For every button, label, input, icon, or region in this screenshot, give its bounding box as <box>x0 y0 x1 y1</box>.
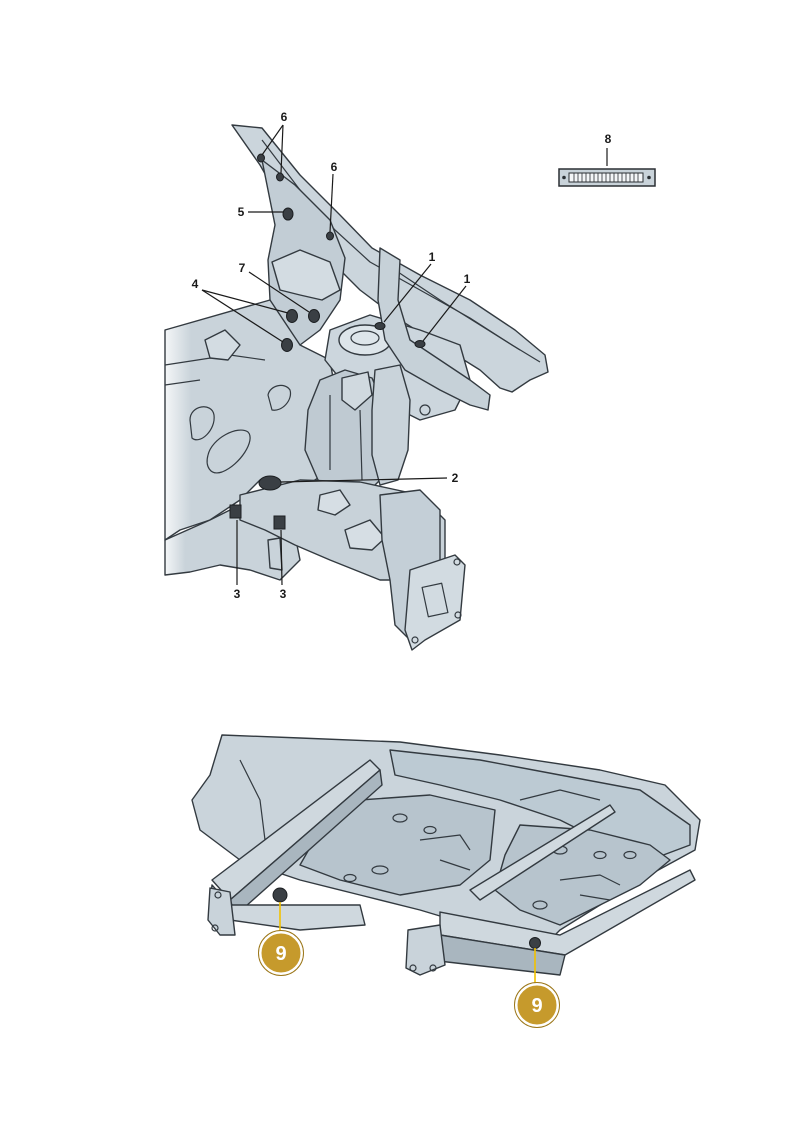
callout-6a: 6 <box>281 110 288 124</box>
badge-9a-label: 9 <box>275 943 286 965</box>
callout-8: 8 <box>605 132 612 146</box>
callout-4: 4 <box>192 277 199 291</box>
callout-1a: 1 <box>429 250 436 264</box>
callout-3a: 3 <box>234 587 241 601</box>
callout-leaders-bottom <box>279 902 536 988</box>
badge-9b: 9 <box>514 982 560 1028</box>
badge-9a: 9 <box>258 930 304 976</box>
front-body-structure-illustration <box>164 124 549 651</box>
callout-5: 5 <box>238 205 245 219</box>
part-8-strip-illustration <box>558 168 656 187</box>
badge-9b-label: 9 <box>531 995 542 1017</box>
callout-6b: 6 <box>331 160 338 174</box>
underbody-floor-illustration <box>191 734 701 976</box>
callout-leaders-top <box>201 124 608 586</box>
callout-2: 2 <box>452 471 459 485</box>
callout-1b: 1 <box>464 272 471 286</box>
callout-labels-top: 6 6 5 7 4 1 1 2 3 3 8 <box>192 110 612 601</box>
callout-7: 7 <box>239 261 246 275</box>
callout-3b: 3 <box>280 587 287 601</box>
